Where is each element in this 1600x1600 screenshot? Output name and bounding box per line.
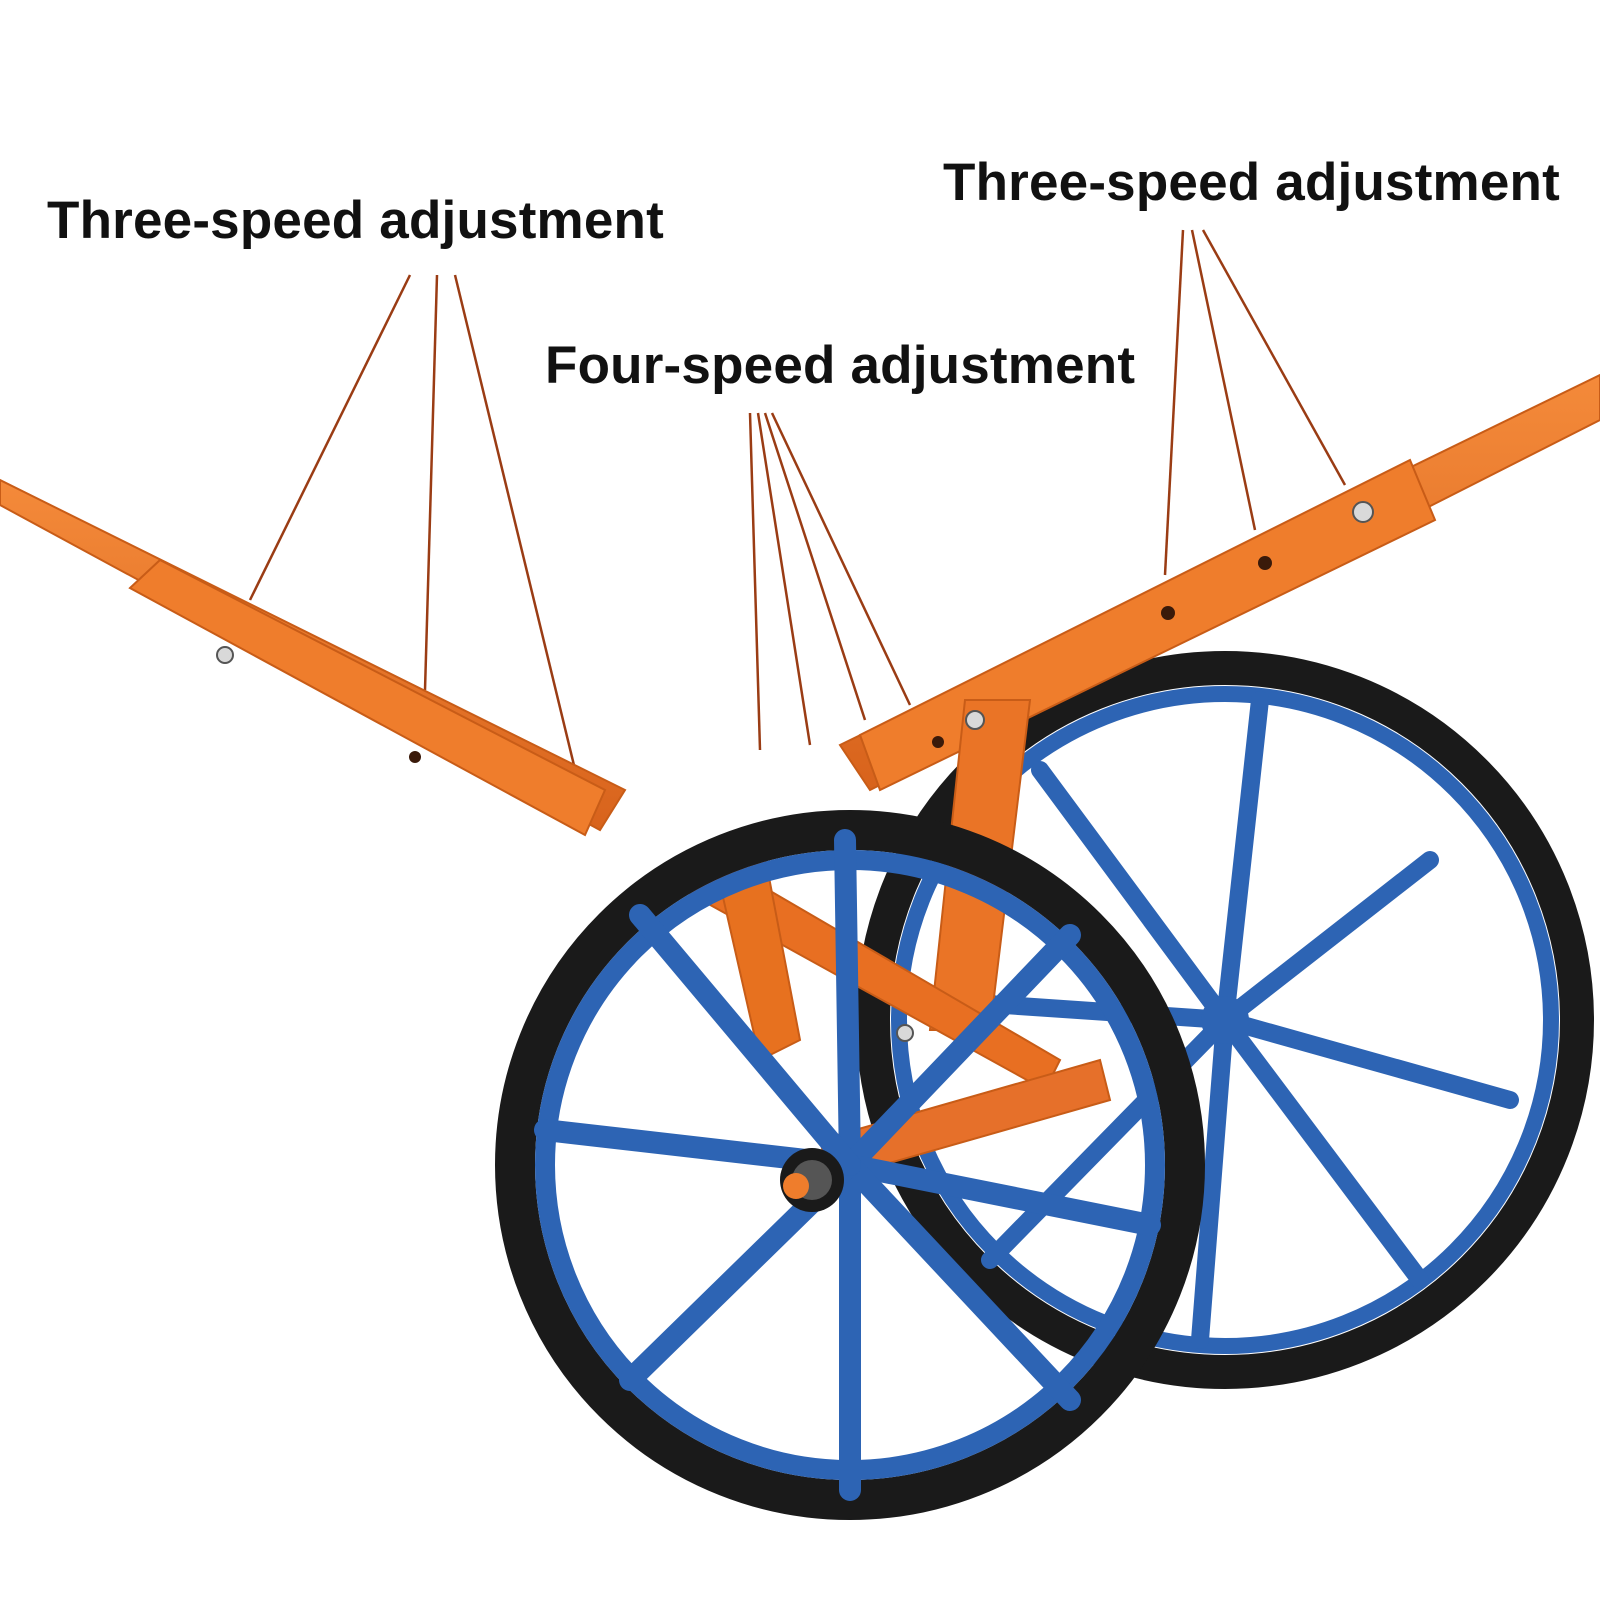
front-wheel xyxy=(495,810,1205,1520)
adjustment-holes xyxy=(216,501,1374,1042)
orange-handle-frame xyxy=(0,373,1600,1182)
callout-left-handle: Three-speed adjustment xyxy=(47,191,664,250)
rear-wheel xyxy=(856,651,1594,1389)
callout-right-handle: Three-speed adjustment xyxy=(943,153,1560,212)
callout-middle-bracket: Four-speed adjustment xyxy=(545,336,1136,395)
leader-lines xyxy=(248,229,1347,791)
